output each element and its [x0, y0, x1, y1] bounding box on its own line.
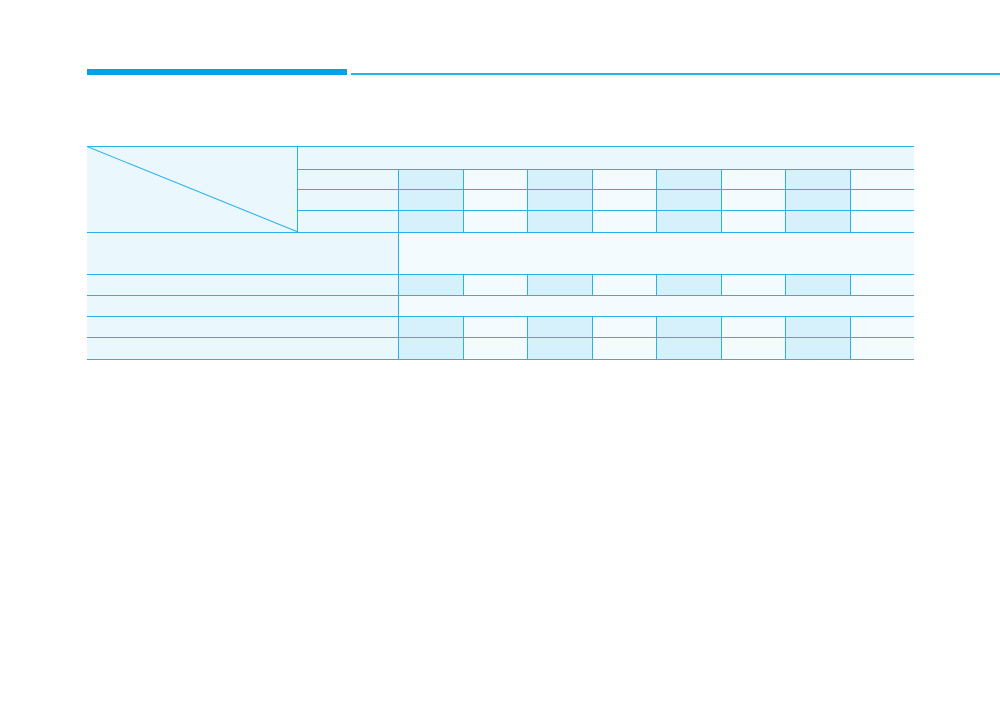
- section-header-divider: [351, 73, 1000, 75]
- table-value-cell: [462, 210, 527, 232]
- table-value-cell: [398, 274, 463, 295]
- table-value-cell: [462, 316, 527, 337]
- table-value-cell: [591, 316, 656, 337]
- table-merged-value-cell: [398, 232, 914, 274]
- table-value-cell: [720, 316, 785, 337]
- table-value-cell: [785, 337, 850, 360]
- table-value-cell: [849, 169, 914, 189]
- table-value-cell: [656, 169, 721, 189]
- table-value-cell: [656, 210, 721, 232]
- table-value-cell: [785, 169, 850, 189]
- table-value-cell: [398, 210, 463, 232]
- table-value-cell: [398, 337, 463, 360]
- table-value-cell: [656, 316, 721, 337]
- table-value-cell: [849, 274, 914, 295]
- table-header-group: [298, 146, 914, 169]
- table-value-cell: [527, 169, 592, 189]
- section-header-accent-bar: [87, 69, 347, 75]
- table-value-cell: [398, 316, 463, 337]
- table-value-cell: [656, 189, 721, 210]
- table-value-cell: [785, 210, 850, 232]
- table-row-label: [87, 232, 398, 274]
- table-value-cell: [527, 316, 592, 337]
- table-value-cell: [591, 274, 656, 295]
- table-value-cell: [591, 189, 656, 210]
- table-grid-lines: [87, 146, 914, 360]
- table-merged-value-cell: [398, 295, 914, 316]
- table-value-cell: [591, 210, 656, 232]
- table-value-cell: [849, 337, 914, 360]
- table-row-label: [87, 337, 398, 360]
- table-value-cell: [720, 274, 785, 295]
- table-row-label: [87, 295, 398, 316]
- table-value-cell: [720, 189, 785, 210]
- table-value-cell: [398, 189, 463, 210]
- table-value-cell: [656, 274, 721, 295]
- table-value-cell: [849, 316, 914, 337]
- table-value-cell: [527, 337, 592, 360]
- table-header-row-label-1: [298, 169, 398, 189]
- table-value-cell: [462, 189, 527, 210]
- table-value-cell: [785, 274, 850, 295]
- table-value-cell: [849, 210, 914, 232]
- table-value-cell: [849, 189, 914, 210]
- table-value-cell: [720, 337, 785, 360]
- table-value-cell: [462, 337, 527, 360]
- table-value-cell: [720, 210, 785, 232]
- table-value-cell: [527, 274, 592, 295]
- table-value-cell: [527, 210, 592, 232]
- table-value-cell: [785, 316, 850, 337]
- table-value-cell: [656, 337, 721, 360]
- table-value-cell: [462, 274, 527, 295]
- table-value-cell: [591, 169, 656, 189]
- table-row-label: [87, 274, 398, 295]
- table-value-cell: [462, 169, 527, 189]
- table-value-cell: [591, 337, 656, 360]
- table-value-cell: [785, 189, 850, 210]
- table-value-cell: [720, 169, 785, 189]
- table-row-label: [87, 316, 398, 337]
- table-value-cell: [398, 169, 463, 189]
- table-value-cell: [527, 189, 592, 210]
- spec-table: [87, 146, 914, 360]
